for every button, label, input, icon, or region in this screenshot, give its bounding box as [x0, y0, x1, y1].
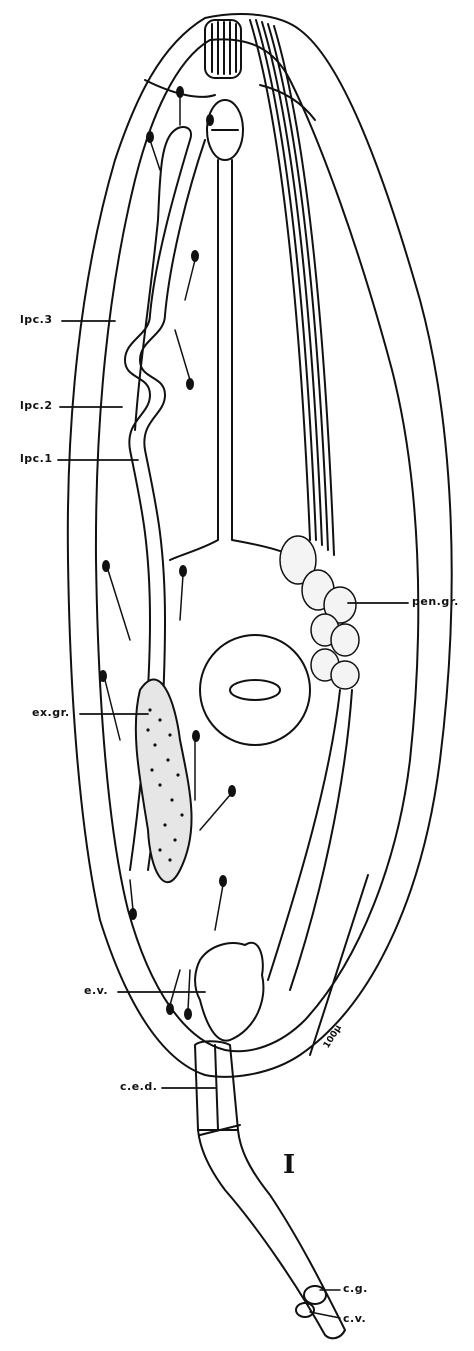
label-lpc3: lpc.3: [20, 313, 53, 326]
figure-number: I: [283, 1150, 295, 1180]
oesophagus: [170, 160, 218, 560]
pen-gland-cell: [331, 624, 359, 656]
oesophagus-right: [232, 160, 290, 555]
ventral-sucker: [200, 635, 310, 745]
label-lpc1: lpc.1: [20, 452, 53, 465]
ventral-sucker-opening: [230, 680, 280, 700]
label-lpc2: lpc.2: [20, 399, 53, 412]
excretory-granules: [136, 680, 192, 883]
pen-gland-cell: [331, 661, 359, 689]
label-ced: c.e.d.: [120, 1080, 157, 1093]
label-pengr: pen.gr.: [412, 595, 459, 608]
label-cv: c.v.: [343, 1312, 366, 1325]
label-exgr: ex.gr.: [32, 706, 70, 719]
label-ev: e.v.: [84, 984, 108, 997]
tail-stem: [195, 1041, 345, 1338]
label-cg: c.g.: [343, 1282, 368, 1295]
caudal-gland: [304, 1286, 326, 1304]
